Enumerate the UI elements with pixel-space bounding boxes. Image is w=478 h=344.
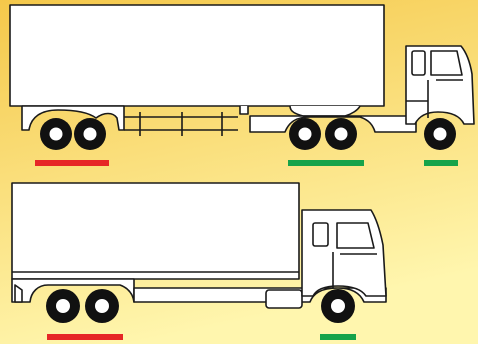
wheel: [321, 289, 355, 323]
wheel: [424, 118, 456, 150]
wheel: [325, 118, 357, 150]
truck-cab-windshield: [337, 223, 374, 248]
trailer-axle-indicator-red: [35, 160, 109, 166]
drive-axle-indicator-green: [288, 160, 364, 166]
tractor-cab-windshield: [431, 51, 462, 75]
wheel: [289, 118, 321, 150]
wheel: [46, 289, 80, 323]
trailer-box: [10, 5, 384, 106]
wheel: [85, 289, 119, 323]
wheel: [74, 118, 106, 150]
rear-axle-indicator-red: [47, 334, 123, 340]
front-steer-axle: [321, 289, 355, 323]
fuel-tank: [266, 290, 302, 308]
truck-cab-window-small: [313, 223, 328, 246]
tractor-cab-window-small: [412, 51, 425, 75]
cargo-box: [12, 183, 299, 279]
front-axle-indicator-green: [320, 334, 356, 340]
tractor-steer-axle: [424, 118, 456, 150]
wheel: [40, 118, 72, 150]
steer-axle-indicator-green: [424, 160, 458, 166]
